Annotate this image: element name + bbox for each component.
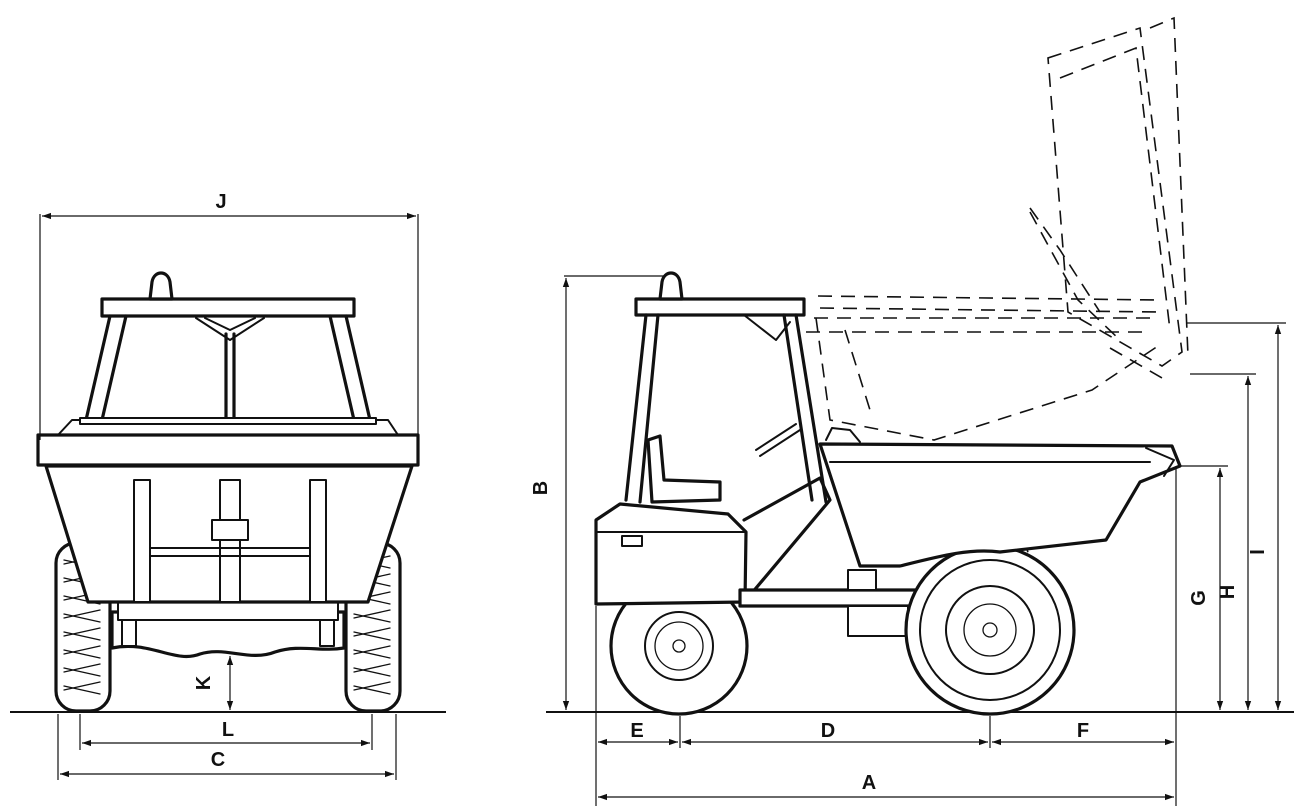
- side-cab-frame: [624, 271, 828, 504]
- label-i: I: [1247, 549, 1269, 555]
- side-skip: [818, 427, 1182, 568]
- label-k: K: [193, 675, 215, 690]
- front-lifting-eye: [148, 271, 174, 301]
- side-chassis: [594, 476, 982, 637]
- front-cab-frame: [79, 271, 377, 425]
- raised-skip-outline: [806, 16, 1189, 561]
- side-lifting-eye: [658, 271, 684, 301]
- label-h: H: [1217, 585, 1239, 599]
- label-c: C: [211, 749, 225, 771]
- label-a: A: [862, 772, 876, 794]
- seat: [646, 434, 722, 504]
- front-skip: [36, 419, 420, 604]
- label-e: E: [630, 720, 643, 742]
- label-g: G: [1188, 590, 1210, 606]
- side-view: B E D F A G H I: [530, 16, 1294, 806]
- label-j: J: [215, 191, 226, 213]
- label-l: L: [222, 719, 234, 741]
- label-f: F: [1077, 720, 1089, 742]
- front-view: J K L C: [10, 191, 446, 780]
- label-b: B: [530, 481, 552, 495]
- front-axle: [110, 601, 346, 659]
- label-d: D: [821, 720, 835, 742]
- steering-wheel: [755, 423, 801, 457]
- side-front-wheel: [904, 544, 1076, 716]
